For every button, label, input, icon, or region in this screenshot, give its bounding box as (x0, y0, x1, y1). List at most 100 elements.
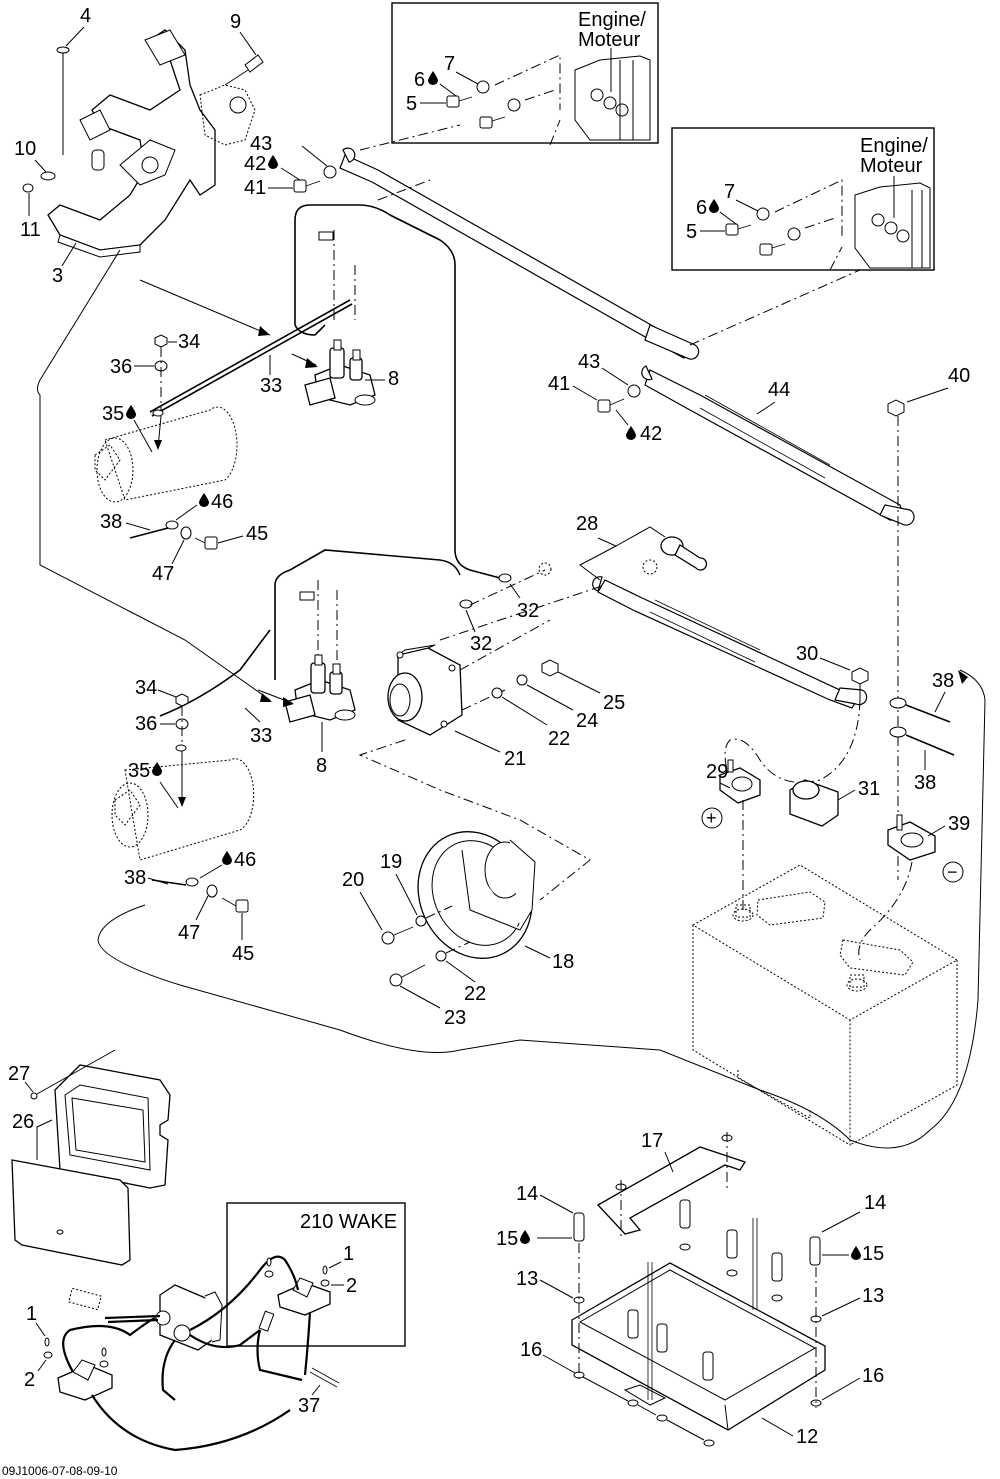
inset-frame (671, 127, 935, 271)
lubricant-drop-icon (199, 493, 209, 507)
nut-30 (851, 667, 869, 685)
callout-22: 22 (548, 728, 570, 750)
screw-20 (381, 926, 414, 945)
washer-19 (415, 915, 427, 927)
washer-47 (206, 884, 218, 898)
ground-wire-38-bottom (151, 877, 199, 887)
callout-3: 3 (52, 265, 63, 287)
bolt-41-top (293, 179, 321, 193)
callout-45: 45 (232, 943, 254, 965)
lubricant-drop-icon (222, 851, 232, 865)
callout-15: 15 (862, 1243, 884, 1265)
callout-32: 32 (470, 633, 492, 655)
washer-10 (40, 171, 56, 181)
inset-title-line1: Engine/ (860, 135, 928, 157)
callout-35: 35 (128, 760, 150, 782)
callout-42: 42 (640, 423, 662, 445)
bolt-45-bottom (221, 897, 249, 913)
ground-wire-38-top (129, 520, 179, 539)
callout-1: 1 (26, 1303, 37, 1325)
callout-31: 31 (858, 778, 880, 800)
lubricant-drop-icon (520, 1230, 530, 1244)
callout-8: 8 (316, 755, 327, 777)
negative-terminal-icon (942, 861, 964, 883)
solenoid-8-top (304, 339, 376, 406)
screw-27 (30, 1092, 38, 1100)
solenoid-8-bottom (284, 654, 356, 723)
callout-37: 37 (298, 1395, 320, 1417)
screw-1 (322, 1265, 328, 1275)
callout-34: 34 (135, 677, 157, 699)
callout-5: 5 (686, 221, 697, 243)
callout-14: 14 (516, 1183, 538, 1205)
callout-40: 40 (948, 365, 970, 387)
callout-12: 12 (796, 1426, 818, 1448)
callout-15: 15 (496, 1228, 518, 1250)
tray-bolts (573, 1199, 821, 1381)
callout-4: 4 (80, 5, 91, 27)
callout-10: 10 (14, 138, 36, 160)
nut-40 (887, 399, 905, 417)
washer-7b (787, 227, 801, 241)
positive-sign: + (706, 808, 717, 828)
callout-32: 32 (517, 600, 539, 622)
engine-block-illustration (574, 48, 651, 141)
washer-43 (323, 165, 337, 179)
bracket-assembly (47, 29, 256, 258)
starter-motor-top (94, 406, 238, 503)
callout-38: 38 (914, 772, 936, 794)
nut-34 (175, 693, 189, 707)
inset-frame (391, 2, 659, 144)
callout-5: 5 (406, 93, 417, 115)
callout-16: 16 (520, 1339, 542, 1361)
battery-illustration (692, 864, 958, 1146)
callout-2: 2 (346, 1275, 357, 1297)
callout-21: 21 (504, 748, 526, 770)
terminal (318, 231, 334, 241)
callout-44: 44 (768, 379, 790, 401)
callout-46: 46 (211, 491, 233, 513)
rivet-4 (56, 46, 70, 54)
callout-13: 13 (862, 1285, 884, 1307)
lubricant-drop-icon (626, 426, 636, 440)
callout-35: 35 (102, 403, 124, 425)
battery-cable-upper (339, 147, 700, 360)
battery-cable-28 (592, 536, 868, 709)
switch-base-right (277, 1277, 331, 1316)
terminal (299, 591, 315, 601)
callout-1: 1 (343, 1243, 354, 1265)
bolt-41-mid (597, 398, 625, 413)
callout-39: 39 (948, 813, 970, 835)
engine-inset-top: Engine/ Moteur 5 6 7 (391, 2, 659, 146)
callout-30: 30 (796, 643, 818, 665)
spare-connector (68, 1287, 102, 1311)
callout-36: 36 (110, 356, 132, 378)
screw (266, 1257, 272, 1267)
callout-41: 41 (244, 177, 266, 199)
hold-down-bracket-17 (596, 1146, 746, 1235)
terminal-cover-31 (789, 779, 839, 827)
lubricant-drop-icon (126, 405, 136, 419)
screw-9 (224, 54, 264, 86)
callout-19: 19 (380, 851, 402, 873)
callout-38: 38 (100, 511, 122, 533)
tray-washers (573, 1134, 822, 1447)
callout-23: 23 (444, 1007, 466, 1029)
callout-42: 42 (244, 153, 266, 175)
ring-terminal (152, 409, 164, 417)
connector (258, 1310, 275, 1332)
washer-7b (507, 98, 521, 112)
lubricant-drop-icon (709, 199, 719, 213)
callout-38: 38 (124, 867, 146, 889)
callout-6: 6 (696, 197, 707, 219)
bolt-45-top (194, 536, 218, 550)
inset-title-line1: Engine/ (578, 9, 646, 31)
callout-36: 36 (135, 713, 157, 735)
washer-2 (320, 1279, 330, 1287)
washer-7 (476, 80, 490, 94)
callout-25: 25 (603, 692, 625, 714)
callout-22: 22 (464, 983, 486, 1005)
callout-7: 7 (444, 53, 455, 75)
callout-8: 8 (388, 368, 399, 390)
